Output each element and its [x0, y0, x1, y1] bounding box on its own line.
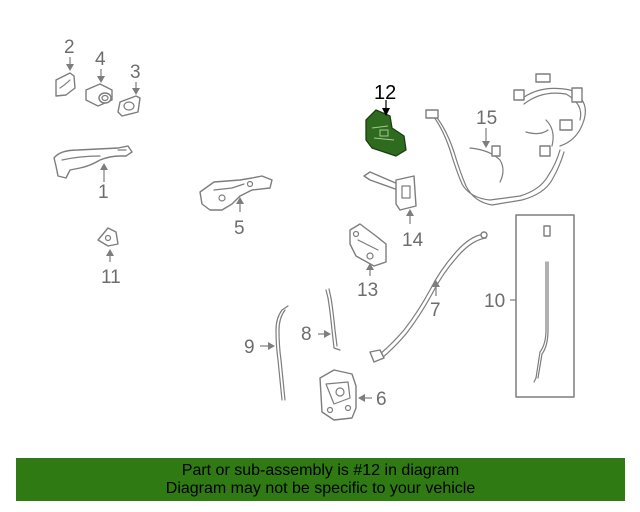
part-1-outside-handle [53, 145, 133, 179]
callout-14: 14 [402, 230, 424, 251]
callout-8: 8 [301, 324, 312, 345]
callout-3: 3 [130, 62, 141, 83]
part-10-rod-box [515, 214, 575, 398]
part-5-handle-frame [199, 175, 273, 211]
callout-11: 11 [101, 267, 121, 288]
callout-6: 6 [376, 389, 387, 410]
callout-10: 10 [484, 291, 505, 312]
part-3-bezel [117, 95, 141, 117]
callout-1: 1 [98, 182, 109, 203]
part-9-rod [275, 305, 289, 401]
part-15-wiring-harness [425, 73, 586, 206]
banner-line-2: Diagram may not be specific to your vehi… [165, 480, 476, 497]
part-13-hinge [349, 223, 387, 267]
part-14-door-check [363, 171, 417, 211]
callout-5: 5 [234, 218, 245, 239]
callout-4: 4 [95, 49, 106, 70]
callout-12: 12 [374, 82, 396, 104]
part-11-bracket [97, 227, 119, 247]
callout-7: 7 [430, 300, 441, 321]
callout-2: 2 [64, 37, 75, 58]
info-banner: Part or sub-assembly is #12 in diagram D… [16, 458, 625, 501]
part-8-rod [325, 288, 341, 351]
part-6-door-latch [319, 369, 357, 421]
callout-13: 13 [357, 280, 378, 301]
part-4-lock-cylinder [85, 83, 113, 107]
banner-line-1: Part or sub-assembly is #12 in diagram [181, 462, 460, 479]
part-12-highlighted[interactable] [365, 109, 407, 157]
part-2-handle-cap [55, 72, 76, 97]
callout-9: 9 [244, 337, 255, 358]
callout-15: 15 [476, 108, 497, 129]
part-7-cable [369, 231, 488, 363]
